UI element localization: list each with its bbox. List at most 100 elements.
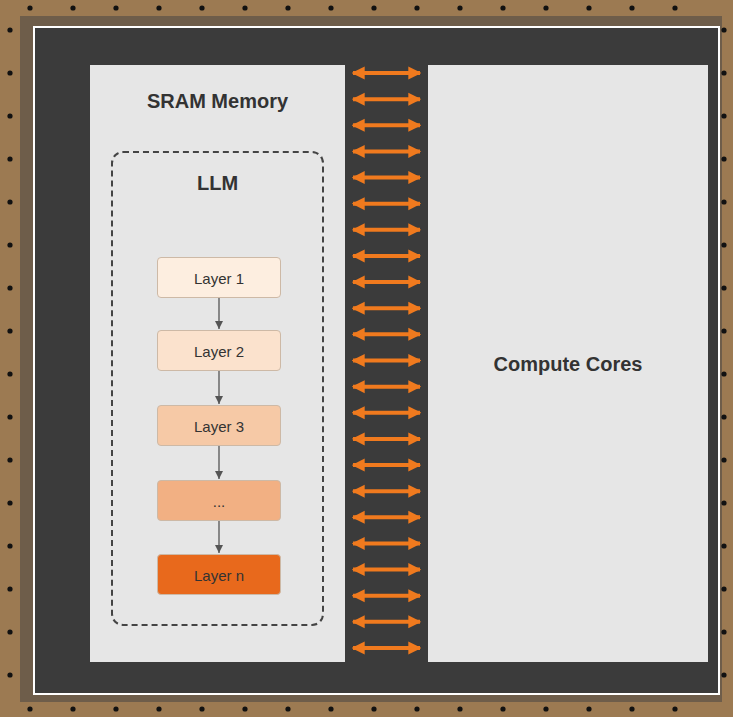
bus-arrow — [353, 541, 420, 545]
bond-pad — [721, 70, 726, 75]
bond-pad — [457, 5, 462, 10]
bond-pad — [721, 371, 726, 376]
bus-arrow — [353, 463, 420, 467]
panel-heading: LLM — [197, 172, 238, 195]
bond-pad — [586, 5, 591, 10]
bond-pad — [500, 5, 505, 10]
bond-pad — [7, 70, 12, 75]
bond-pad — [113, 706, 118, 711]
bus-arrow — [353, 437, 420, 441]
bond-pads — [7, 5, 726, 711]
flow-arrow — [218, 371, 219, 404]
bond-pad — [721, 629, 726, 634]
model-group: LLM Layer 1 Layer 2 Layer 3... Layer n — [111, 151, 324, 626]
bond-pad — [7, 156, 12, 161]
bus-arrow — [353, 359, 420, 363]
bond-pad — [7, 371, 12, 376]
bus-arrow — [353, 332, 420, 336]
bus-arrow — [353, 646, 420, 650]
bus-arrow — [353, 149, 420, 153]
bond-pad — [721, 543, 726, 548]
bus-arrow — [353, 620, 420, 624]
bus-arrow — [353, 228, 420, 232]
bond-pad — [113, 5, 118, 10]
bond-pad — [7, 27, 12, 32]
bond-pad — [328, 706, 333, 711]
bond-pad — [721, 672, 726, 677]
box-label: Layer 2 — [194, 342, 244, 359]
box-label: Compute Cores — [494, 352, 643, 375]
die-core — [34, 27, 719, 694]
layer-box: ... — [157, 480, 281, 521]
bond-pad — [156, 706, 161, 711]
bond-pad — [27, 706, 32, 711]
box-label: ... — [213, 492, 226, 509]
bond-pad — [721, 199, 726, 204]
bond-pad — [328, 5, 333, 10]
bond-pad — [721, 414, 726, 419]
panel-heading: SRAM Memory — [147, 90, 288, 113]
bond-pad — [156, 5, 161, 10]
bus-arrow — [353, 280, 420, 284]
bond-pad — [7, 586, 12, 591]
bond-pad — [7, 500, 12, 505]
box-label: Layer 1 — [194, 269, 244, 286]
bond-pad — [27, 5, 32, 10]
connector — [219, 371, 220, 404]
bond-pad — [721, 586, 726, 591]
bus-arrow — [353, 515, 420, 519]
bond-pad — [7, 414, 12, 419]
flow-arrow — [218, 298, 219, 329]
bond-pad — [414, 5, 419, 10]
compute-panel: Compute Cores — [428, 65, 708, 662]
bus-arrow — [353, 97, 420, 101]
box-label: Layer 3 — [194, 417, 244, 434]
memory-panel: SRAM MemoryLLM Layer 1 Layer 2 Layer 3... La… — [90, 65, 345, 662]
bond-pad — [629, 5, 634, 10]
layer-box: Layer n — [157, 554, 281, 595]
bus-arrow — [353, 411, 420, 415]
bond-pad — [7, 242, 12, 247]
connector — [353, 73, 420, 648]
die-edge — [20, 16, 722, 702]
bond-pad — [199, 706, 204, 711]
bond-pad — [7, 543, 12, 548]
bus-arrow — [353, 71, 420, 75]
flow-arrow — [218, 521, 219, 553]
bus-arrow — [353, 568, 420, 572]
bond-pad — [543, 706, 548, 711]
bond-pad — [285, 5, 290, 10]
box-label: Layer n — [194, 566, 244, 583]
bus-arrow — [353, 594, 420, 598]
bus-arrow — [353, 123, 420, 127]
bond-pad — [242, 706, 247, 711]
layer-box: Layer 1 — [157, 257, 281, 298]
connector — [219, 446, 220, 479]
bus-arrow — [353, 385, 420, 389]
bond-pad — [672, 5, 677, 10]
layer-box: Layer 3 — [157, 405, 281, 446]
bond-pad — [7, 328, 12, 333]
bond-pad — [70, 706, 75, 711]
bond-pad — [199, 5, 204, 10]
bond-pad — [7, 113, 12, 118]
bond-pad — [70, 5, 75, 10]
bus-arrow — [353, 202, 420, 206]
bond-pad — [7, 672, 12, 677]
bond-pad — [721, 500, 726, 505]
bond-pad — [721, 457, 726, 462]
bond-pad — [7, 199, 12, 204]
bond-pad — [457, 706, 462, 711]
bond-pad — [721, 242, 726, 247]
bond-pad — [371, 5, 376, 10]
bus-arrow — [353, 254, 420, 258]
bond-pad — [721, 156, 726, 161]
connector — [219, 521, 220, 553]
bond-pad — [371, 706, 376, 711]
bond-pad — [721, 27, 726, 32]
bus-arrow — [353, 176, 420, 180]
bond-pad — [721, 285, 726, 290]
bond-pad — [721, 113, 726, 118]
